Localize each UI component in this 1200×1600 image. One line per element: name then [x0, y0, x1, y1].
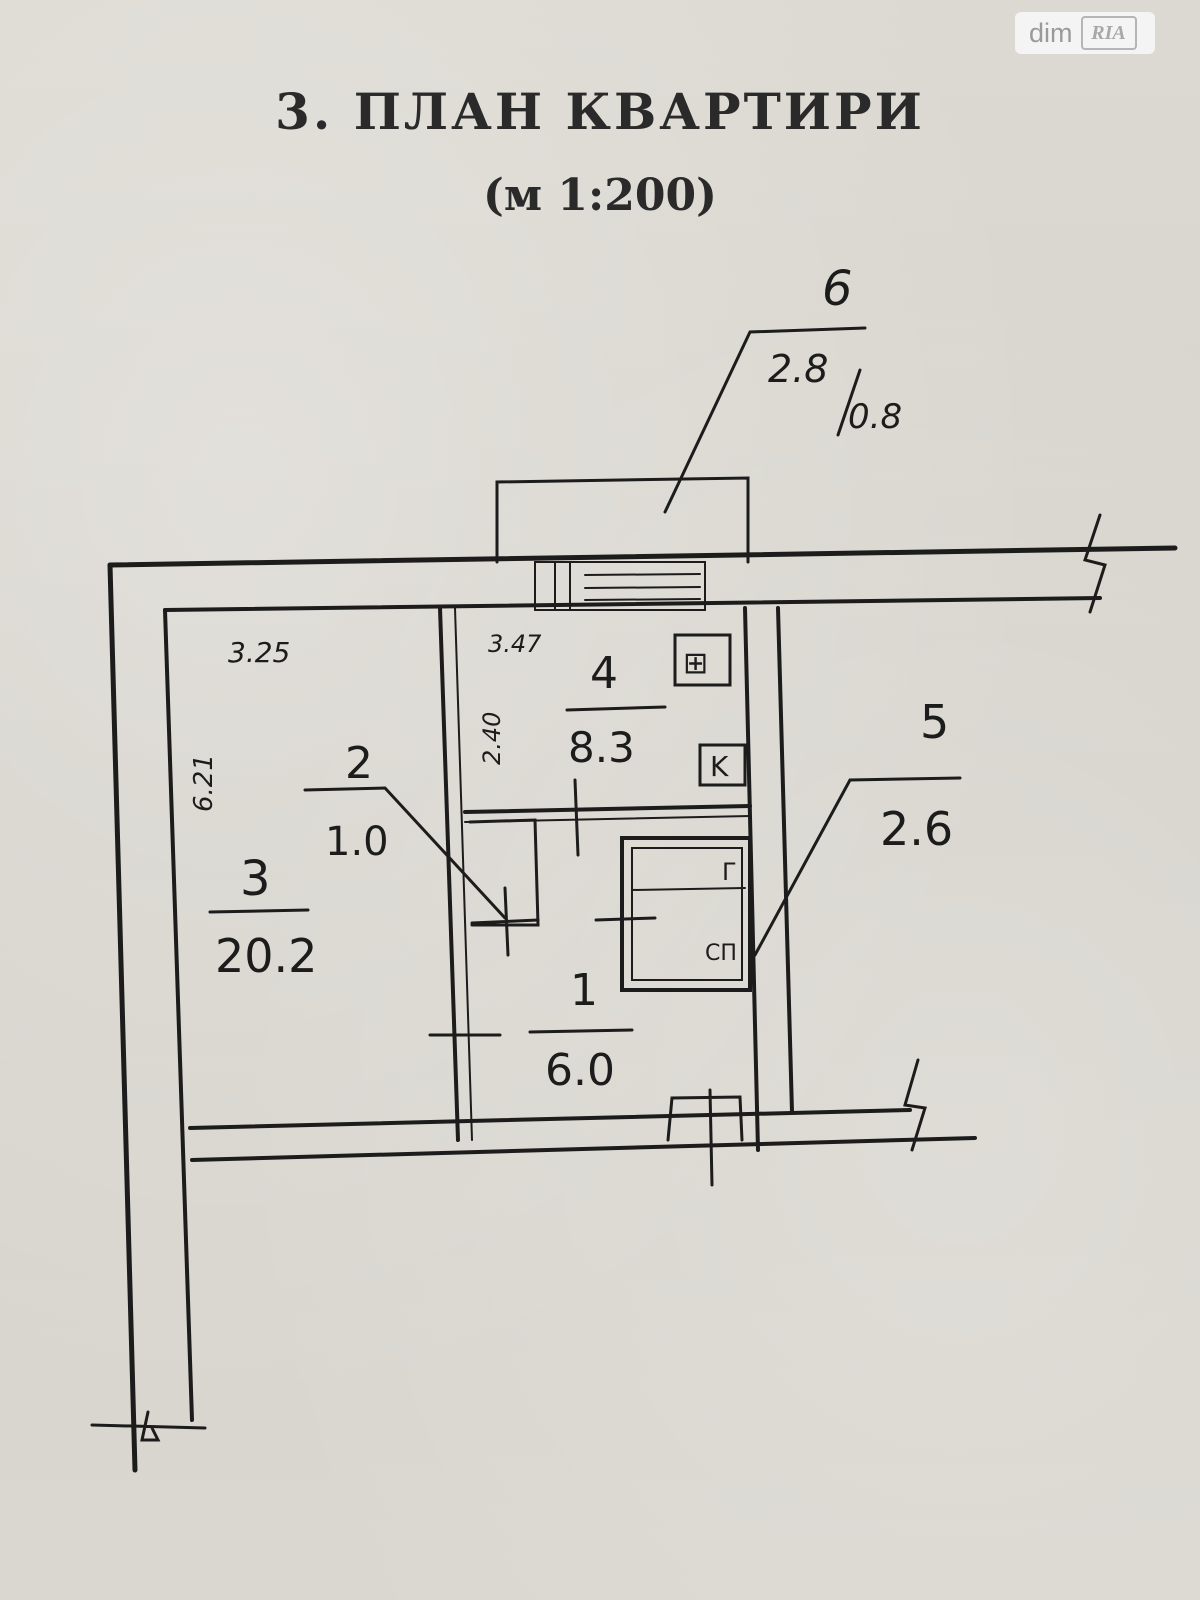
room6-slash: [836, 368, 862, 437]
washbasin-glyph: СП: [705, 941, 737, 966]
plan-scale: (м 1:200): [483, 170, 717, 221]
balcony-outline: [495, 476, 750, 564]
bathtub-edge: [631, 887, 746, 891]
dim-room4-width: 3.47: [488, 630, 542, 658]
room-3-area: 20.2: [215, 929, 317, 983]
partition-room3: [438, 606, 460, 1142]
door-tick-room2: [470, 886, 540, 957]
partition-kitchen-bottom: [463, 804, 752, 814]
room-1-area: 6.0: [545, 1045, 615, 1096]
sink-glyph: K: [710, 750, 729, 783]
room-2-number: 2: [345, 738, 373, 789]
room-5-area: 2.6: [880, 802, 953, 856]
stove-glyph: ⊞: [683, 646, 708, 681]
inner-wall-left: [163, 608, 194, 1422]
sink-icon: [698, 743, 747, 787]
break-mark-bottom-left: [90, 1410, 207, 1442]
dim-room4-length: 2.40: [478, 712, 506, 765]
room5-leader-line: [753, 776, 962, 957]
room-6-area-secondary: 0.8: [848, 397, 902, 437]
outer-wall-left: [107, 562, 138, 1473]
wall-bottom-inner: [188, 1108, 912, 1130]
plan-title: 3. ПЛАН КВАРТИРИ: [275, 82, 925, 141]
inner-wall-top: [163, 596, 1102, 612]
wall-bottom-outer: [190, 1136, 977, 1162]
stove-icon: [673, 633, 732, 687]
room-2-area: 1.0: [325, 819, 389, 865]
bathroom-outline: [620, 836, 752, 992]
room-5-number: 5: [920, 695, 949, 749]
outer-wall-top: [107, 545, 1178, 568]
bathroom-inner: [631, 847, 743, 981]
room-6-number: 6: [822, 261, 853, 317]
room3-fraction-line: [208, 908, 310, 914]
room2-leader-line: [303, 786, 507, 920]
dim-room3-width: 3.25: [228, 636, 290, 669]
dim-room3-length: 6.21: [189, 754, 219, 812]
room-1-number: 1: [570, 965, 598, 1016]
bath-toilet-glyph: Г: [722, 858, 737, 886]
balcony-door-lines: [554, 561, 701, 611]
watermark-brand: dim: [1029, 17, 1073, 48]
break-mark-bottom-right: [903, 1058, 927, 1152]
wall-right-outer: [776, 606, 794, 1114]
watermark-logo: RIA: [1080, 16, 1137, 50]
room4-fraction-line: [565, 705, 667, 712]
room2-closet: [468, 818, 540, 927]
balcony-door: [534, 561, 706, 611]
room-6-area: 2.8: [768, 347, 828, 391]
break-mark-top-right: [1083, 513, 1107, 614]
room1-fraction-line: [528, 1028, 634, 1034]
room-3-number: 3: [240, 851, 271, 907]
room-4-number: 4: [590, 648, 618, 699]
room6-leader-line: [663, 326, 867, 514]
door-tick-kitchen: [573, 778, 580, 857]
door-tick-bath: [594, 916, 657, 922]
entry-door: [666, 1088, 744, 1187]
dim-ria-watermark: dim RIA: [1015, 12, 1155, 54]
room-4-area: 8.3: [568, 723, 635, 772]
